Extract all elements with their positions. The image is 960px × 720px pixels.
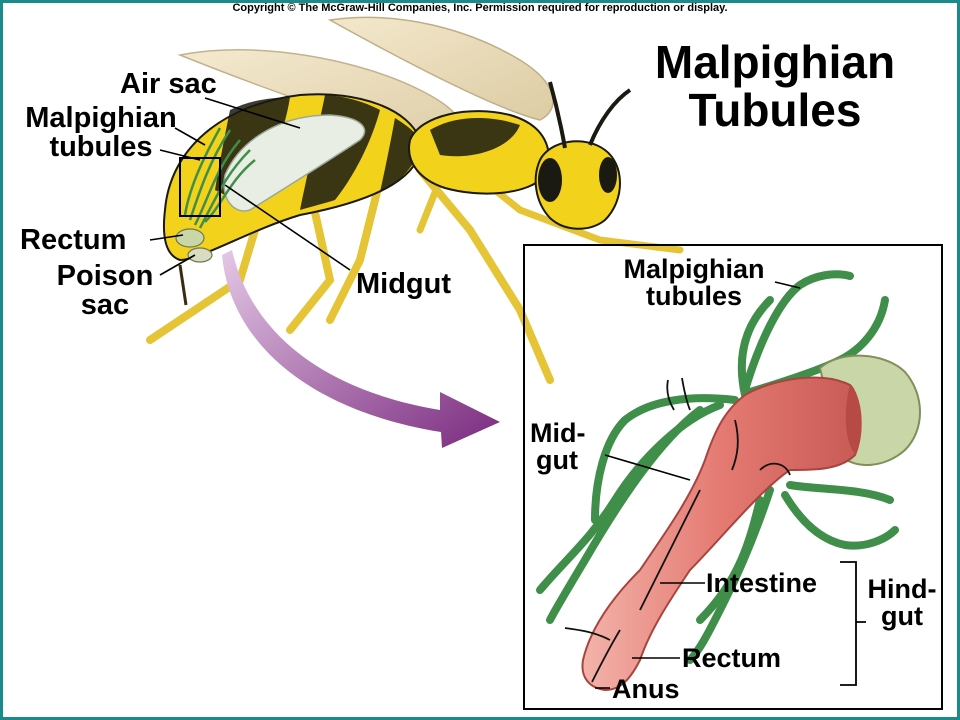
- inset-midgut-line-2: gut: [536, 445, 578, 475]
- inset-illustration: [536, 270, 921, 692]
- wasp-rectum: [175, 228, 205, 248]
- inset-malpighian-line-1: Malpighian: [623, 254, 765, 284]
- wasp-poison-sac: [187, 247, 213, 263]
- title-line-1: Malpighian: [654, 36, 896, 88]
- inset-malpighian-line-2: tubules: [645, 281, 742, 311]
- wasp-eye: [538, 158, 562, 202]
- label-rectum: Rectum: [20, 224, 127, 256]
- wasp-stinger: [178, 264, 188, 306]
- slide-title: Malpighian Tubules: [620, 38, 930, 134]
- inset-label-rectum: Rectum: [682, 643, 782, 673]
- inset-label-hindgut: Hind- gut: [862, 576, 942, 630]
- copyright-notice: Copyright © The McGraw-Hill Companies, I…: [232, 2, 728, 14]
- wasp-antenna-right: [588, 88, 632, 146]
- inset-leader-lines: [595, 281, 801, 689]
- zoom-box: [179, 157, 221, 217]
- label-poison-sac: Poison sac: [40, 262, 170, 320]
- wasp-illustration: [146, 16, 684, 384]
- wasp-air-sac: [223, 114, 366, 212]
- label-midgut: Midgut: [356, 268, 452, 300]
- inset-gut-opening: [845, 385, 862, 455]
- inset-midgut-line-1: Mid-: [530, 418, 586, 448]
- inset-label-anus: Anus: [612, 674, 680, 704]
- label-air-sac: Air sac: [120, 68, 217, 100]
- title-line-2: Tubules: [688, 84, 862, 136]
- label-poison-line-2: sac: [80, 289, 130, 321]
- inset-label-malpighian-tubules: Malpighian tubules: [598, 256, 790, 310]
- inset-flow-arrows: [564, 377, 791, 683]
- inset-gut: [581, 376, 862, 692]
- wasp-thorax-marking: [430, 118, 520, 157]
- label-malpighian-line-1: Malpighian: [25, 102, 177, 134]
- wasp-antenna-left: [548, 81, 567, 149]
- inset-hindgut-line-2: gut: [881, 601, 923, 631]
- wasp-leader-lines: [149, 97, 351, 276]
- inset-hindgut-line-1: Hind-: [867, 574, 937, 604]
- hindgut-bracket: [840, 561, 866, 686]
- inset-box: [523, 244, 943, 710]
- label-poison-line-1: Poison: [56, 260, 154, 292]
- inset-label-midgut: Mid- gut: [530, 420, 585, 474]
- label-malpighian-line-2: tubules: [49, 131, 153, 163]
- wasp-eye-right: [599, 157, 617, 193]
- inset-label-intestine: Intestine: [706, 568, 818, 598]
- label-malpighian-tubules: Malpighian tubules: [6, 104, 196, 162]
- zoom-arrow: [222, 250, 500, 448]
